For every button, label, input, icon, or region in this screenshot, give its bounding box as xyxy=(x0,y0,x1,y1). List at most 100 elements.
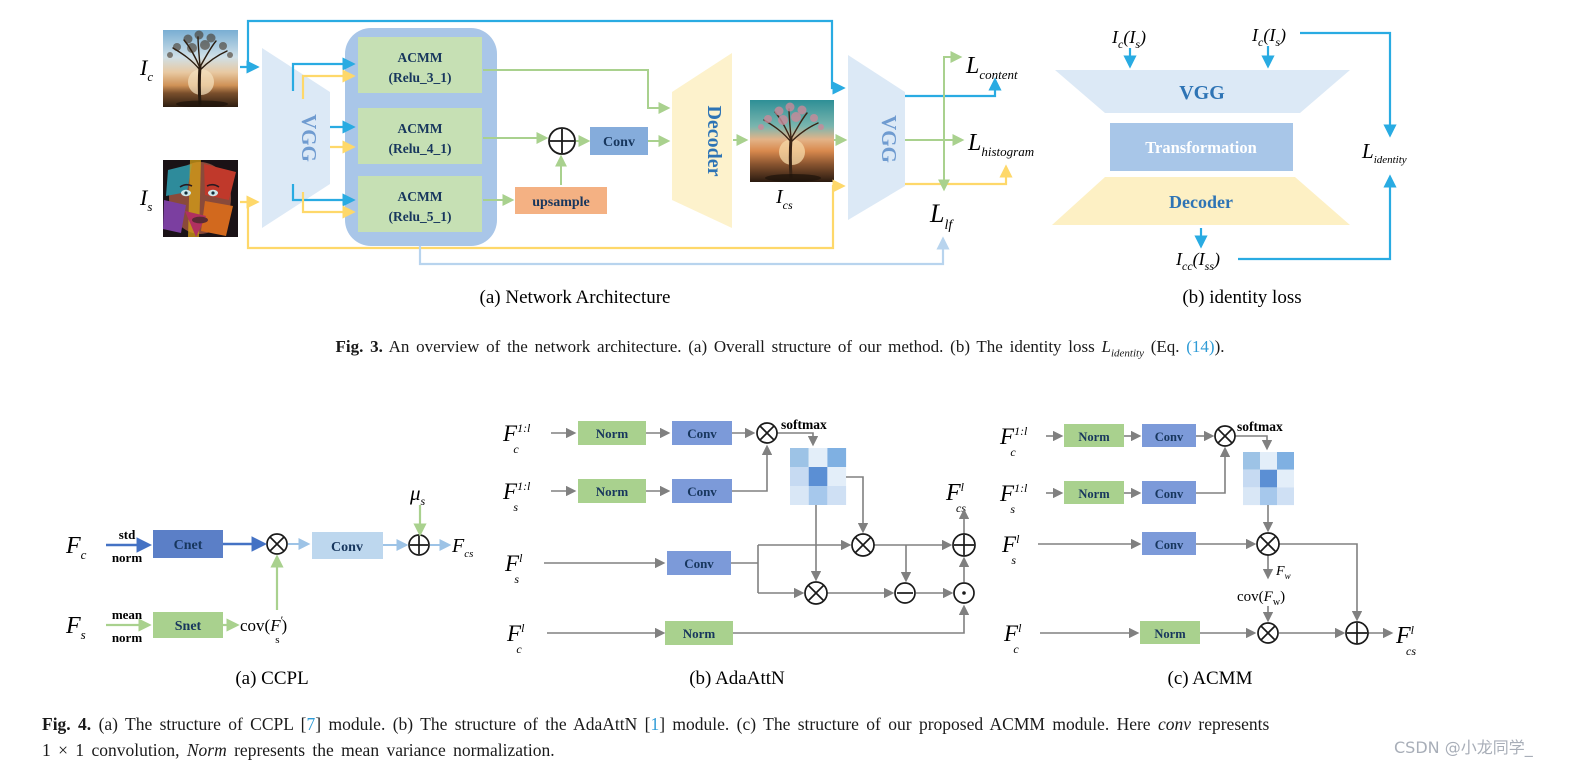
identity-transformation xyxy=(1110,123,1293,171)
fig3b-subcaption: (b) identity loss xyxy=(1182,287,1301,308)
ccpl-multiply-node xyxy=(266,533,288,555)
svg-text:Conv: Conv xyxy=(1155,538,1184,552)
svg-text:Norm: Norm xyxy=(683,626,716,641)
fig4-caption-line1: Fig. 4. (a) The structure of CCPL [7] mo… xyxy=(42,714,1270,734)
vgg-encoder-1-label: VGG xyxy=(297,114,321,162)
acmm-conv2-box xyxy=(1142,481,1196,504)
acmm-arrows xyxy=(1038,430,1394,639)
fig3a-subcaption: (a) Network Architecture xyxy=(480,287,671,308)
adaattn-conv1-box xyxy=(672,421,732,445)
svg-text:ACMM: ACMM xyxy=(398,121,443,136)
adaattn-dot-node xyxy=(953,582,975,604)
svg-text:ACMM: ACMM xyxy=(398,189,443,204)
fig3a-yellow-arrows xyxy=(240,69,1013,250)
ccpl-mu-label: μs xyxy=(409,481,426,508)
decoder-trapezoid xyxy=(672,53,732,228)
reference-7-link[interactable]: 7 xyxy=(306,714,316,734)
adaattn-conv3-box xyxy=(667,551,731,575)
acmm-conv3-box xyxy=(1142,532,1196,555)
upsample-box xyxy=(515,187,607,214)
acmm-softmax-label: softmax xyxy=(1237,419,1283,434)
ccpl-fcs-label: Fcs xyxy=(451,535,473,560)
svg-text:Transformation: Transformation xyxy=(1145,138,1257,157)
style-input-label: Is xyxy=(139,185,152,214)
style-image xyxy=(163,160,238,237)
acmm-attention-map xyxy=(1243,452,1294,506)
ccpl-fc-label: Fc xyxy=(65,533,87,562)
svg-text:VGG: VGG xyxy=(1179,82,1225,104)
vgg-encoder-2 xyxy=(848,55,905,220)
adaattn-multiply-lower-node xyxy=(804,581,828,605)
fig4b-subcaption: (b) AdaAttN xyxy=(689,668,785,689)
reference-1-link[interactable]: 1 xyxy=(650,714,660,734)
acmm-norm1-box xyxy=(1064,424,1124,447)
equation-14-link[interactable]: (14) xyxy=(1186,337,1215,356)
identity-vgg xyxy=(1055,70,1350,113)
acmm-conv1-box xyxy=(1142,424,1196,447)
acmm-sum-node xyxy=(1345,621,1369,645)
loss-content-label: Lcontent xyxy=(965,53,1018,82)
svg-text:(Relu_3_1): (Relu_3_1) xyxy=(389,70,452,85)
adaattn-norm2-box xyxy=(578,479,646,503)
svg-text:upsample: upsample xyxy=(532,195,590,210)
ccpl-norm1-label: norm xyxy=(112,550,143,565)
fig3a-paleblue-arrow xyxy=(418,236,950,266)
adaattn-conv2-box xyxy=(672,479,732,503)
fig3-caption-label: Fig. 3. xyxy=(335,337,383,356)
ccpl-cov-label: cov(F′s) xyxy=(240,613,287,646)
adaattn-arrows xyxy=(544,427,970,639)
loss-lf-label: Llf xyxy=(929,199,954,233)
content-input-label: Ic xyxy=(139,55,153,84)
fig4a-subcaption: (a) CCPL xyxy=(235,668,308,689)
loss-identity-label: Lidentity xyxy=(1361,139,1407,166)
identity-input-left-label: Ic(Is) xyxy=(1111,27,1146,51)
ccpl-norm2-label: norm xyxy=(112,630,143,645)
acmm-fw-label: Fw xyxy=(1275,564,1291,581)
ccpl-fs-label: Fs xyxy=(65,613,86,642)
acmm-covfw-label: cov(Fw) xyxy=(1237,589,1285,608)
svg-text:Conv: Conv xyxy=(603,135,635,150)
ccpl-std-label: std xyxy=(119,527,136,542)
identity-input-right-label: Ic(Is) xyxy=(1251,25,1286,49)
svg-text:Norm: Norm xyxy=(596,426,629,441)
svg-text:(Relu_4_1): (Relu_4_1) xyxy=(389,141,452,156)
svg-text:ACMM: ACMM xyxy=(398,50,443,65)
identity-output-label: Icc(Iss) xyxy=(1175,249,1220,273)
svg-text:(Relu_5_1): (Relu_5_1) xyxy=(389,209,452,224)
csdn-watermark: CSDN @小龙同学_ xyxy=(1394,738,1533,757)
ccpl-sum-node xyxy=(408,534,430,556)
svg-text:Conv: Conv xyxy=(687,484,717,499)
adaattn-softmax-multiply-node xyxy=(756,422,778,444)
fig3b-blue-arrows xyxy=(1123,31,1397,261)
adaattn-norm3-box xyxy=(665,621,733,645)
fig3a-blue-arrows xyxy=(240,19,1002,207)
adaattn-minus-node xyxy=(894,582,916,604)
acmm-block-relu51: ACMM (Relu_5_1) xyxy=(358,176,482,232)
fig3-caption: Fig. 3. An overview of the network archi… xyxy=(335,337,1225,360)
content-image xyxy=(163,30,238,107)
adaattn-norm1-box xyxy=(578,421,646,445)
svg-text:Cnet: Cnet xyxy=(174,538,203,553)
conv-box xyxy=(590,127,648,155)
acmm-multiply-style-node xyxy=(1256,532,1280,556)
svg-text:Conv: Conv xyxy=(684,556,714,571)
acmm-softmax-multiply-node xyxy=(1214,425,1236,447)
svg-text:Conv: Conv xyxy=(1155,430,1184,444)
ccpl-mean-label: mean xyxy=(112,607,143,622)
svg-text:Norm: Norm xyxy=(1078,487,1110,501)
fig4-caption: Fig. 4. (a) The structure of CCPL [7] mo… xyxy=(42,711,1502,763)
svg-text:Norm: Norm xyxy=(596,484,629,499)
fig3a-green-arrows xyxy=(483,51,965,206)
svg-text:Decoder: Decoder xyxy=(1169,192,1233,212)
adaattn-sum-node xyxy=(952,533,976,557)
acmm-block-relu41: ACMM (Relu_4_1) xyxy=(358,108,482,164)
svg-text:Conv: Conv xyxy=(331,540,363,555)
fig4-caption-line2: 1 × 1 convolution, Norm represents the m… xyxy=(42,740,555,760)
acmm-block-relu31: ACMM (Relu_3_1) xyxy=(358,37,482,93)
loss-histogram-label: Lhistogram xyxy=(967,130,1034,159)
